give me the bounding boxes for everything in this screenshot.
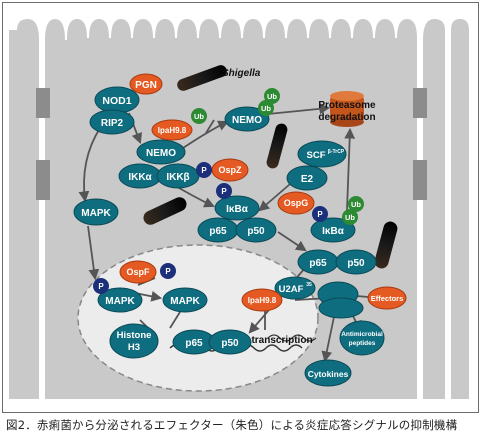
effectors-label: Effectors: [371, 294, 404, 303]
ospz-label: OspZ: [218, 165, 242, 175]
nod1-label: NOD1: [102, 95, 131, 107]
ub-top-label: Ub: [194, 112, 204, 121]
p50-c-label: p50: [221, 338, 239, 349]
mrna-strand: [267, 334, 317, 342]
mapk-left-label: MAPK: [81, 208, 111, 219]
amp-label-2: peptides: [349, 340, 376, 347]
ub-pair2-label: Ub: [261, 104, 271, 113]
ub-b-label: Ub: [345, 213, 355, 222]
mapk-n1-node: [97, 287, 143, 313]
ikk-beta-label: IKKβ: [166, 172, 189, 183]
phospho-ikb: [216, 183, 232, 199]
ub-b: [342, 209, 358, 225]
ipah98-nuc-node: [241, 288, 283, 312]
nemo-top-node: [224, 106, 270, 132]
nucleus: [77, 244, 319, 392]
phospho-nuclear: [160, 263, 176, 279]
e2-node: [286, 165, 328, 191]
ospg-node: [277, 191, 315, 215]
histone-label-1: Histone: [117, 330, 152, 341]
amp-label-1: Antimicrobial: [341, 331, 383, 338]
rip2-node: [89, 109, 135, 135]
cytokines-label: Cytokines: [308, 369, 349, 379]
ub-top: [191, 108, 207, 124]
ospf-label: OspF: [126, 267, 150, 277]
p50-b-label: p50: [347, 258, 365, 269]
phospho-mapk: [93, 278, 109, 294]
ikb-alpha2-label: IκBα: [322, 226, 345, 237]
pgn-label: PGN: [135, 80, 157, 91]
shigella-bacterium: [143, 65, 398, 269]
mapk-left-node: [73, 198, 119, 226]
ikb-alpha-node: [214, 195, 260, 221]
p65-a-label: p65: [209, 226, 227, 237]
phospho-ikb-label: P: [221, 187, 227, 196]
shigella-label: Shigella: [222, 68, 261, 79]
mapk-n2-node: [162, 287, 208, 313]
p65-b-label: p65: [309, 258, 327, 269]
figure-caption: 図2．赤痢菌から分泌されるエフェクター（朱色）による炎症応答シグナルの抑制機構: [6, 418, 458, 432]
u2af-sup-label: 35: [306, 282, 312, 288]
ospg-label: OspG: [284, 198, 309, 208]
ikk-alpha-label: IKKα: [128, 172, 152, 183]
pgn-node: [129, 73, 163, 95]
mapk-n2-label: MAPK: [170, 296, 200, 307]
ub-pair1: [264, 88, 280, 104]
p65-c-label: p65: [185, 338, 203, 349]
ospf-node: [119, 260, 157, 284]
phospho-ikb2: [312, 206, 328, 222]
ub-pair1-label: Ub: [267, 92, 277, 101]
phospho-ikk-label: P: [201, 166, 207, 175]
histone-node: [109, 323, 159, 359]
effectors-node: [367, 286, 407, 310]
amp-node: [339, 320, 385, 356]
proteasome-label-2: degradation: [318, 112, 375, 123]
e2-label: E2: [301, 174, 314, 185]
p50-a-label: p50: [247, 226, 265, 237]
ub-pair2: [258, 100, 274, 116]
histone-label-2: H3: [128, 342, 140, 353]
phospho-ikk: [196, 162, 212, 178]
rip2-label: RIP2: [101, 118, 124, 129]
ribosome: [317, 281, 364, 319]
transcription-label: transcription: [251, 335, 312, 346]
scf-label: SCF: [307, 150, 326, 161]
ikb-alpha2-node: [310, 217, 356, 243]
scf-node: [297, 140, 347, 168]
ipah98-nuc-label: IpaH9.8: [248, 296, 277, 305]
u2af-label: U2AF: [279, 284, 304, 295]
proteasome: [330, 91, 364, 127]
ub-a: [348, 196, 364, 212]
phospho-nuclear-label: P: [165, 267, 171, 276]
scf-sup-label: β-TrCP: [328, 149, 345, 155]
ub-a-label: Ub: [351, 200, 361, 209]
ipah98-top-label: IpaH9.8: [158, 126, 187, 135]
ikb-alpha-label: IκBα: [226, 204, 249, 215]
p50-b-node: [335, 249, 377, 275]
phospho-mapk-label: P: [98, 282, 104, 291]
ipah98-top-node: [151, 119, 193, 141]
nemo-node: [136, 139, 186, 165]
p50-a-node: [235, 217, 277, 243]
nemo-label: NEMO: [146, 148, 176, 159]
mapk-n1-label: MAPK: [105, 296, 135, 307]
nemo-top-label: NEMO: [232, 115, 262, 126]
cytokines-node: [304, 359, 352, 387]
u2af-node: [274, 276, 316, 300]
p50-c-node: [208, 329, 252, 355]
proteasome-label-1: Proteasome: [318, 100, 376, 111]
phospho-ikb2-label: P: [317, 210, 323, 219]
connectors: [78, 103, 381, 363]
